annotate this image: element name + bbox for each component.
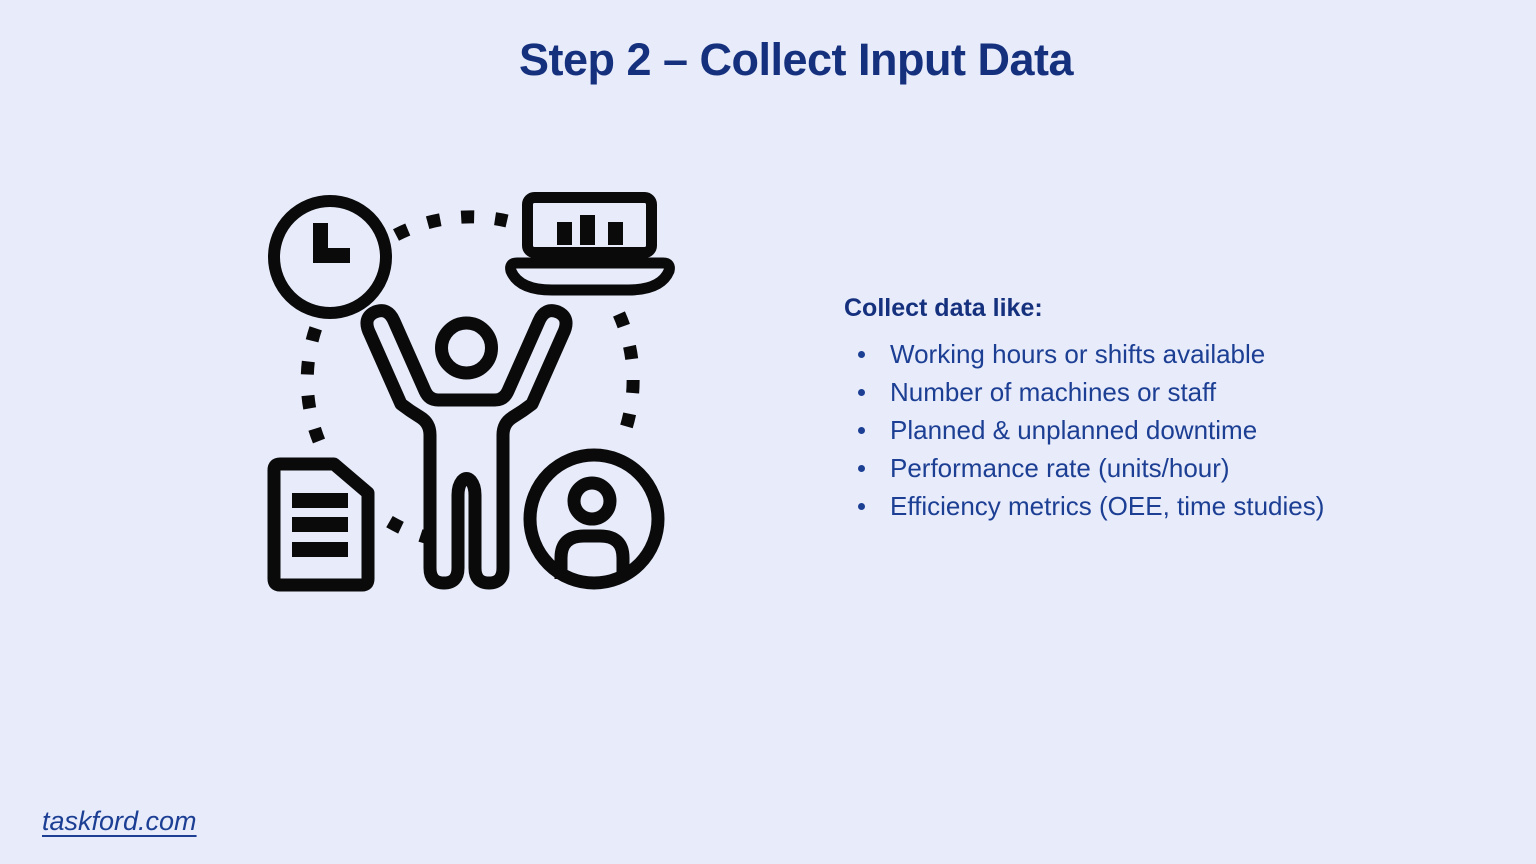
bullet-item: Efficiency metrics (OEE, time studies) xyxy=(844,487,1464,525)
text-line xyxy=(292,517,348,532)
user-avatar-icon xyxy=(523,448,665,590)
footer: taskford.com xyxy=(42,806,197,837)
bullet-item: Number of machines or staff xyxy=(844,373,1464,411)
laptop-bar-chart-icon xyxy=(505,192,675,296)
dashed-arc-right xyxy=(613,311,640,430)
content-block: Collect data like: Working hours or shif… xyxy=(844,294,1464,525)
bullet-item: Performance rate (units/hour) xyxy=(844,449,1464,487)
clock-icon xyxy=(268,195,392,319)
bullet-list: Working hours or shifts available Number… xyxy=(844,335,1464,525)
text-line xyxy=(292,542,348,557)
chart-bar xyxy=(580,215,595,245)
text-line xyxy=(292,493,348,508)
document-icon xyxy=(267,457,375,592)
bullet-item: Planned & unplanned downtime xyxy=(844,411,1464,449)
footer-link[interactable]: taskford.com xyxy=(42,806,197,836)
dashed-arc-top xyxy=(393,210,509,241)
chart-bar xyxy=(557,222,572,245)
bullets-heading: Collect data like: xyxy=(844,294,1043,322)
cheering-person-icon xyxy=(360,304,573,590)
page-title: Step 2 – Collect Input Data xyxy=(518,34,1074,85)
capacity-planning-illustration xyxy=(250,170,690,610)
dashed-arc-left xyxy=(300,319,326,444)
bullet-item: Working hours or shifts available xyxy=(844,335,1464,373)
chart-bar xyxy=(608,222,623,245)
illustration-svg xyxy=(267,192,675,592)
